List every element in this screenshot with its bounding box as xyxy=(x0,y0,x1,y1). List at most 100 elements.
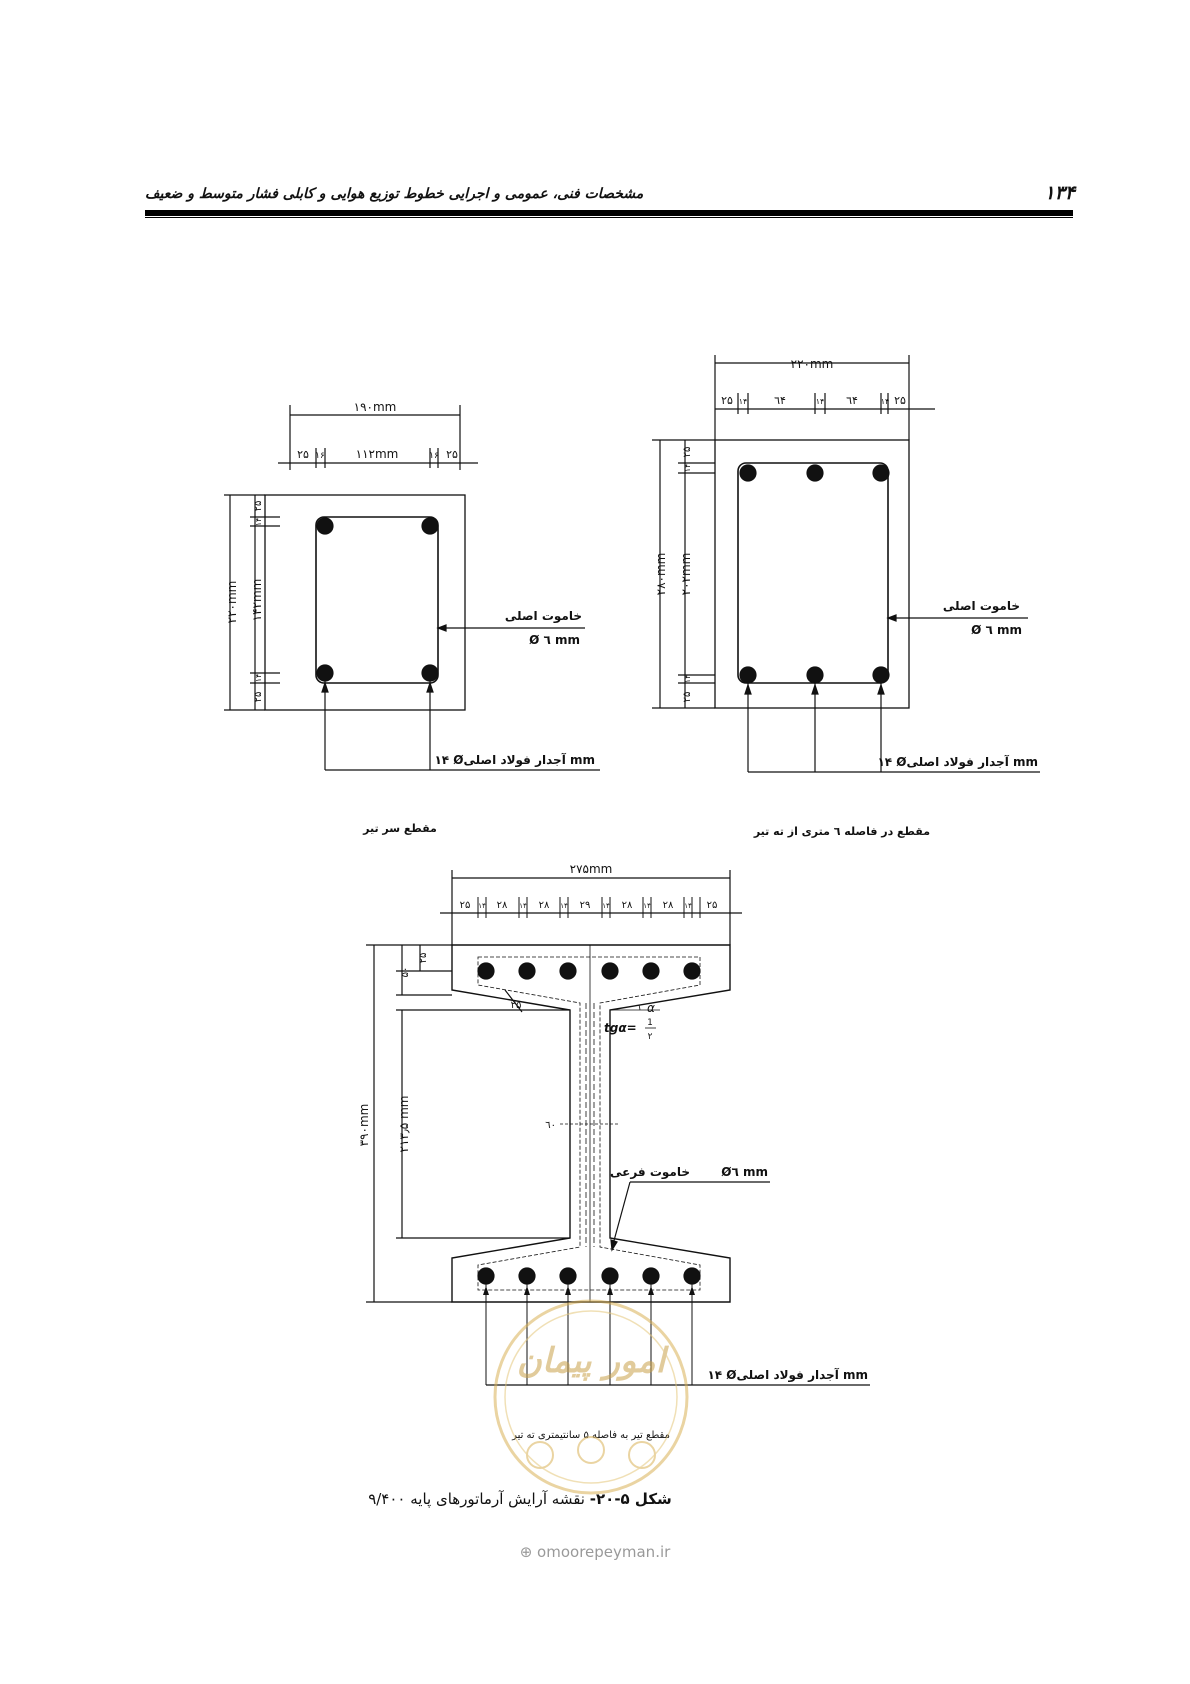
section-left: ۱۹۰mm ۲۵ ۱۶ ۱۱۲mm ۱۶ ۲۵ ۲۲۰mm ۲۵ ۱۴ ۱۴۲m… xyxy=(224,400,600,835)
left-top-dim: ۱۶ xyxy=(429,451,439,461)
ibeam-stirrup xyxy=(477,956,701,1291)
ibeam-top-rebar xyxy=(642,962,660,980)
left-side-dim: ۲۵ xyxy=(253,692,264,703)
left-top-dim: ۲۵ xyxy=(297,448,309,461)
right-rebar xyxy=(806,464,824,482)
figure-caption: شکل ۵-۲۰- نقشه آرایش آرماتورهای پایه ۹/۴… xyxy=(250,1490,790,1508)
ibeam-top-dim: ۱۴ xyxy=(684,902,692,910)
ibeam-bottom-rebar xyxy=(642,1267,660,1285)
left-side-dim: ۱۴ xyxy=(254,518,263,527)
right-stirrup xyxy=(737,462,889,684)
left-rebar-label: ۱۴ Øآجدار فولاد اصلی mm xyxy=(434,752,595,768)
ibeam-section-label: مقطع تیر به فاصله ۵ سانتیمتری ته تیر xyxy=(511,1430,670,1441)
right-outline xyxy=(714,439,910,709)
page-number: ۱۳۴ xyxy=(1044,182,1075,204)
left-side-dim: ۱۴ xyxy=(254,674,263,683)
right-side-dim: ۱۴ xyxy=(683,464,692,473)
right-rebar xyxy=(872,666,890,684)
ibeam-diag-dim: ۲۵ xyxy=(511,1000,522,1011)
right-side-dim: ۲۵ xyxy=(682,447,693,458)
ibeam-web-dim: ٦۰ xyxy=(545,1120,556,1131)
ibeam-top-rebar xyxy=(559,962,577,980)
right-section-label: مقطع در فاصله ٦ متری از ته تیر xyxy=(753,825,930,838)
ibeam-top-rebar xyxy=(477,962,495,980)
right-top-dim: ٦۴ xyxy=(846,394,858,407)
right-rebar-label: ۱۴ Øآجدار فولاد اصلی mm xyxy=(877,754,1038,770)
ibeam-slope-den: ۲ xyxy=(648,1032,653,1042)
left-top-dim: ۱۶ xyxy=(315,451,325,461)
right-top-dim: ۱۴ xyxy=(739,397,748,406)
ibeam-top-dim: ۱۴ xyxy=(643,902,651,910)
ibeam-top-dim: ۲۵ xyxy=(707,900,718,911)
ibeam-stirrup-size: Ø٦ mm xyxy=(721,1165,768,1179)
right-inner-height: ۲۰۲mm xyxy=(679,553,693,596)
right-side-dim: ۱۴ xyxy=(683,675,692,684)
ibeam-rebar-label: ۱۴ Øآجدار فولاد اصلی mm xyxy=(707,1367,868,1383)
section-right: ۲۲۰mm ۲۵ ۱۴ ٦۴ ۱۴ ٦۴ ۱۴ ۲۵ ۲۸۰mm ۲۵ ۱۴ ۲… xyxy=(652,355,1040,838)
watermark-site-text: omoorepeyman.ir xyxy=(537,1543,671,1561)
ibeam-angle: α xyxy=(647,1001,655,1015)
left-inner-height: ۱۴۲mm xyxy=(250,579,264,622)
ibeam-outline xyxy=(451,944,731,1303)
ibeam-stirrup-label: خاموت فرعی xyxy=(610,1165,690,1180)
ibeam-top-rebar xyxy=(601,962,619,980)
ibeam-overall-height: ۳۹۰mm xyxy=(357,1104,371,1147)
ibeam-top-dim: ۲۹ xyxy=(580,900,591,911)
ibeam-top-dim: ۱۴ xyxy=(519,902,527,910)
caption-prefix: شکل ۵-۲۰- xyxy=(589,1490,672,1508)
left-rebar xyxy=(316,517,334,535)
watermark-logo: امور پیمان xyxy=(493,1299,689,1495)
ibeam-slope-label: tgα= xyxy=(604,1021,637,1035)
right-stirrup-size: Ø ٦ mm xyxy=(971,623,1022,637)
ibeam-top-dim: ۲۵ xyxy=(460,900,471,911)
ibeam-top-rebar xyxy=(518,962,536,980)
globe-icon: ⊕ xyxy=(519,1543,533,1561)
ibeam-bottom-rebar xyxy=(477,1267,495,1285)
ibeam-top-dim: ۲۸ xyxy=(622,900,633,911)
watermark-brand: امور پیمان xyxy=(517,1341,670,1381)
left-stirrup-size: Ø ٦ mm xyxy=(529,633,580,647)
left-rebar xyxy=(316,664,334,682)
ibeam-bottom-rebar xyxy=(683,1267,701,1285)
right-rebar xyxy=(872,464,890,482)
page-header: ۱۳۴ مشخصات فنی، عمومی و اجرایی خطوط توزی… xyxy=(145,178,1075,218)
ibeam-top-dim: ۲۸ xyxy=(497,900,508,911)
left-side-dim: ۲۵ xyxy=(253,501,264,512)
right-side-dim: ۲۵ xyxy=(682,692,693,703)
right-top-dim: ۲۵ xyxy=(721,394,733,407)
watermark-site: ⊕ omoorepeyman.ir xyxy=(445,1543,745,1561)
ibeam-flange-dim: ۵۰ xyxy=(400,967,411,978)
left-inner-width: ۱۱۲mm xyxy=(356,447,399,461)
left-rebar xyxy=(421,664,439,682)
ibeam-top-dim: ۲۸ xyxy=(663,900,674,911)
right-top-dim: ٦۴ xyxy=(774,394,786,407)
ibeam-bottom-rebar xyxy=(518,1267,536,1285)
right-overall-height: ۲۸۰mm xyxy=(654,553,668,596)
ibeam-overall-width: ۲۷۵mm xyxy=(570,862,613,876)
ibeam-top-dim: ۱۴ xyxy=(602,902,610,910)
ibeam-bottom-rebar xyxy=(601,1267,619,1285)
ibeam-top-rebar xyxy=(683,962,701,980)
right-stirrup-label: خاموت اصلی xyxy=(943,599,1020,614)
left-top-dim: ۲۵ xyxy=(446,448,458,461)
ibeam-web-height: ۲۱۳٫۵ mm xyxy=(397,1096,411,1153)
ibeam-slope-num: 1 xyxy=(647,1018,653,1028)
right-rebar xyxy=(739,464,757,482)
ibeam-bottom-rebar xyxy=(559,1267,577,1285)
header-rule xyxy=(145,210,1073,218)
caption-text: نقشه آرایش آرماتورهای پایه ۹/۴۰۰ xyxy=(368,1490,585,1508)
left-stirrup xyxy=(315,516,439,684)
left-stirrup-label: خاموت اصلی xyxy=(505,609,582,624)
ibeam-top-dim: ۱۴ xyxy=(478,902,486,910)
right-rebar xyxy=(806,666,824,684)
header-title: مشخصات فنی، عمومی و اجرایی خطوط توزیع هو… xyxy=(145,186,644,202)
right-overall-width: ۲۲۰mm xyxy=(791,357,834,371)
right-top-dim: ۱۴ xyxy=(816,397,825,406)
left-overall-height: ۲۲۰mm xyxy=(225,581,239,624)
right-top-dim: ۱۴ xyxy=(881,397,890,406)
right-rebar xyxy=(739,666,757,684)
left-section-label: مقطع سر تیر xyxy=(362,822,437,835)
left-outline xyxy=(264,494,466,711)
left-rebar xyxy=(421,517,439,535)
